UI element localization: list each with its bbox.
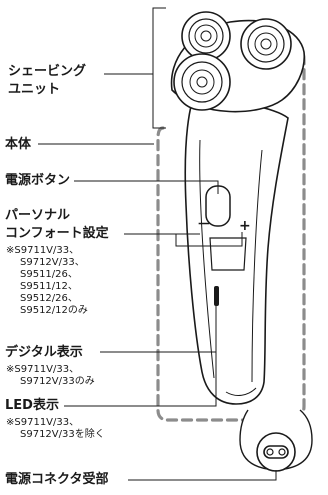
display-strip bbox=[214, 286, 219, 306]
comfort-note-line6: S9512/12のみ bbox=[20, 305, 88, 316]
body-label: 本体 bbox=[5, 137, 32, 152]
comfort-note-line2: S9712V/33、 bbox=[20, 257, 85, 268]
digital-note-line1: ※S9711V/33、 bbox=[6, 364, 80, 375]
comfort-note-line5: S9512/26、 bbox=[20, 293, 78, 304]
digital-display-label: デジタル表示 bbox=[5, 345, 83, 360]
head-top-right bbox=[240, 18, 292, 70]
leader-led-display bbox=[64, 298, 217, 407]
shaving-unit-label-line2: ユニット bbox=[8, 82, 61, 97]
head-bottom bbox=[173, 53, 231, 111]
power-connector-shape bbox=[239, 409, 313, 472]
comfort-setting-label-line2: コンフォート設定 bbox=[5, 226, 109, 241]
power-connector-label: 電源コネクタ受部 bbox=[5, 472, 109, 487]
comfort-setting-bar bbox=[209, 237, 247, 271]
comfort-note-line1: ※S9711V/33、 bbox=[6, 245, 80, 256]
comfort-setting-label: パーソナル コンフォート設定 bbox=[5, 207, 109, 243]
led-display-note: ※S9711V/33、 S9712V/33を除く bbox=[6, 417, 105, 441]
shaving-unit-bracket bbox=[152, 7, 166, 129]
plus-symbol: + bbox=[239, 218, 251, 234]
comfort-note-line3: S9511/26、 bbox=[20, 269, 78, 280]
leader-power-connector bbox=[128, 470, 277, 481]
digital-display-note: ※S9711V/33、 S9712V/33のみ bbox=[6, 364, 95, 388]
leader-comfort-setting bbox=[124, 232, 243, 247]
shaving-unit-label: シェービング ユニット bbox=[8, 63, 86, 99]
shaving-unit-label-line1: シェービング bbox=[8, 64, 87, 79]
comfort-note-line4: S9511/12、 bbox=[20, 281, 78, 292]
shaving-heads bbox=[170, 11, 306, 113]
digital-note-line2: S9712V/33のみ bbox=[20, 376, 95, 387]
head-top-left bbox=[181, 11, 231, 61]
comfort-setting-label-line1: パーソナル bbox=[5, 208, 71, 223]
led-note-line1: ※S9711V/33、 bbox=[6, 417, 80, 428]
power-button-label: 電源ボタン bbox=[5, 173, 71, 188]
minus-symbol: － bbox=[197, 217, 211, 233]
led-display-label: LED表示 bbox=[5, 398, 59, 413]
comfort-setting-note: ※S9711V/33、 S9712V/33、 S9511/26、 S9511/1… bbox=[6, 245, 88, 317]
led-note-line2: S9712V/33を除く bbox=[20, 429, 105, 440]
leader-power-button bbox=[74, 180, 219, 194]
